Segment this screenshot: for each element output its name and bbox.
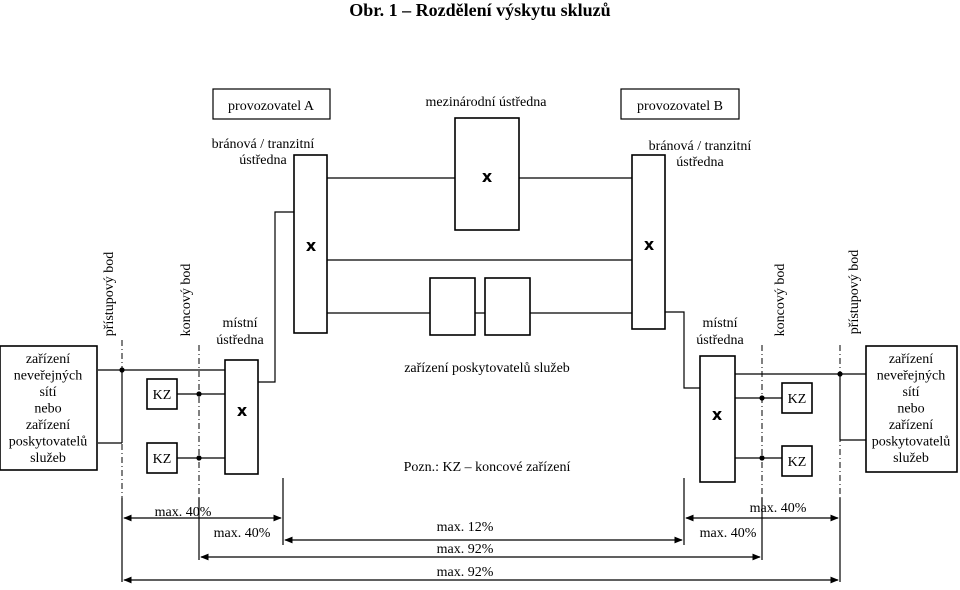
international-exchange-label: mezinárodní ústředna	[426, 95, 548, 110]
kz-right-1-label: KZ	[788, 392, 807, 407]
measure-right-inner: max. 40%	[700, 526, 757, 541]
junction-dot	[196, 391, 202, 397]
left-box-line: sítí	[39, 385, 56, 400]
measure-inner-total: max. 92%	[437, 542, 494, 557]
junction-dot	[759, 455, 765, 461]
left-box-line: nebo	[34, 402, 61, 417]
left-private-network-box	[0, 345, 98, 471]
measure-outer-total: max. 92%	[437, 565, 494, 580]
operator-b-box	[620, 88, 740, 120]
right-box-line: zařízení	[889, 418, 933, 433]
switch-mark-local-a: x	[237, 401, 248, 420]
junction-dot	[196, 455, 202, 461]
local-b-label-1: místní	[702, 316, 737, 331]
kz-right-2-label: KZ	[788, 455, 807, 470]
measure-left-inner: max. 40%	[214, 526, 271, 541]
switch-mark-gateway-b: x	[644, 235, 655, 254]
right-box-line: zařízení	[889, 352, 933, 367]
kz-note: Pozn.: KZ – koncové zařízení	[404, 460, 571, 475]
right-box-line: služeb	[893, 451, 929, 466]
local-exchange-b	[699, 355, 736, 483]
link-gateway-a-local-a	[258, 211, 294, 383]
operator-a-box	[212, 88, 331, 120]
local-a-label-1: místní	[222, 316, 257, 331]
access-point-label-right: přístupový bod	[847, 250, 862, 334]
end-point-label-left: koncový bod	[179, 264, 194, 337]
access-point-label-left: přístupový bod	[102, 252, 117, 336]
operator-a-label: provozovatel A	[228, 99, 315, 114]
provider-equipment-2	[484, 277, 531, 336]
right-box-line: neveřejných	[877, 369, 945, 384]
right-box-line: poskytovatelů	[872, 435, 951, 450]
kz-left-1	[146, 378, 178, 410]
kz-left-1-label: KZ	[153, 388, 172, 403]
left-box-line: služeb	[30, 451, 66, 466]
left-box-line: zařízení	[26, 352, 70, 367]
right-box-line: sítí	[902, 385, 919, 400]
local-a-label-2: ústředna	[216, 333, 264, 348]
gateway-a-label-1: bránová / tranzitní	[212, 137, 315, 152]
kz-left-2-label: KZ	[153, 452, 172, 467]
switch-mark-gateway-a: x	[306, 236, 317, 255]
kz-right-1	[781, 382, 813, 414]
operator-b-label: provozovatel B	[637, 99, 723, 114]
gateway-a-label-2: ústředna	[239, 153, 287, 168]
switch-mark-local-b: x	[712, 405, 723, 424]
junction-dot	[759, 395, 765, 401]
left-box-line: poskytovatelů	[9, 435, 88, 450]
junction-dot	[119, 367, 125, 373]
measure-middle: max. 12%	[437, 520, 494, 535]
provider-equipment-1	[429, 277, 476, 336]
gateway-exchange-b	[631, 154, 666, 330]
kz-left-2	[146, 442, 178, 474]
provider-equipment-label: zařízení poskytovatelů služeb	[404, 361, 570, 376]
international-exchange	[454, 117, 520, 231]
switch-mark-international: x	[482, 167, 493, 186]
gateway-b-label-1: bránová / tranzitní	[649, 139, 752, 154]
local-b-label-2: ústředna	[696, 333, 744, 348]
kz-right-2	[781, 445, 813, 477]
gateway-exchange-a	[293, 154, 328, 334]
right-box-line: nebo	[897, 402, 924, 417]
left-box-line: neveřejných	[14, 369, 82, 384]
junction-dot	[837, 371, 843, 377]
measure-left-outer: max. 40%	[155, 505, 212, 520]
left-box-line: zařízení	[26, 418, 70, 433]
local-exchange-a	[224, 359, 259, 475]
right-private-network-box	[865, 345, 958, 473]
end-point-label-right: koncový bod	[773, 264, 788, 337]
figure-title: Obr. 1 – Rozdělení výskytu skluzů	[349, 0, 610, 20]
link-gateway-b-local-b	[665, 311, 700, 389]
measure-right-outer: max. 40%	[750, 501, 807, 516]
gateway-b-label-2: ústředna	[676, 155, 724, 170]
